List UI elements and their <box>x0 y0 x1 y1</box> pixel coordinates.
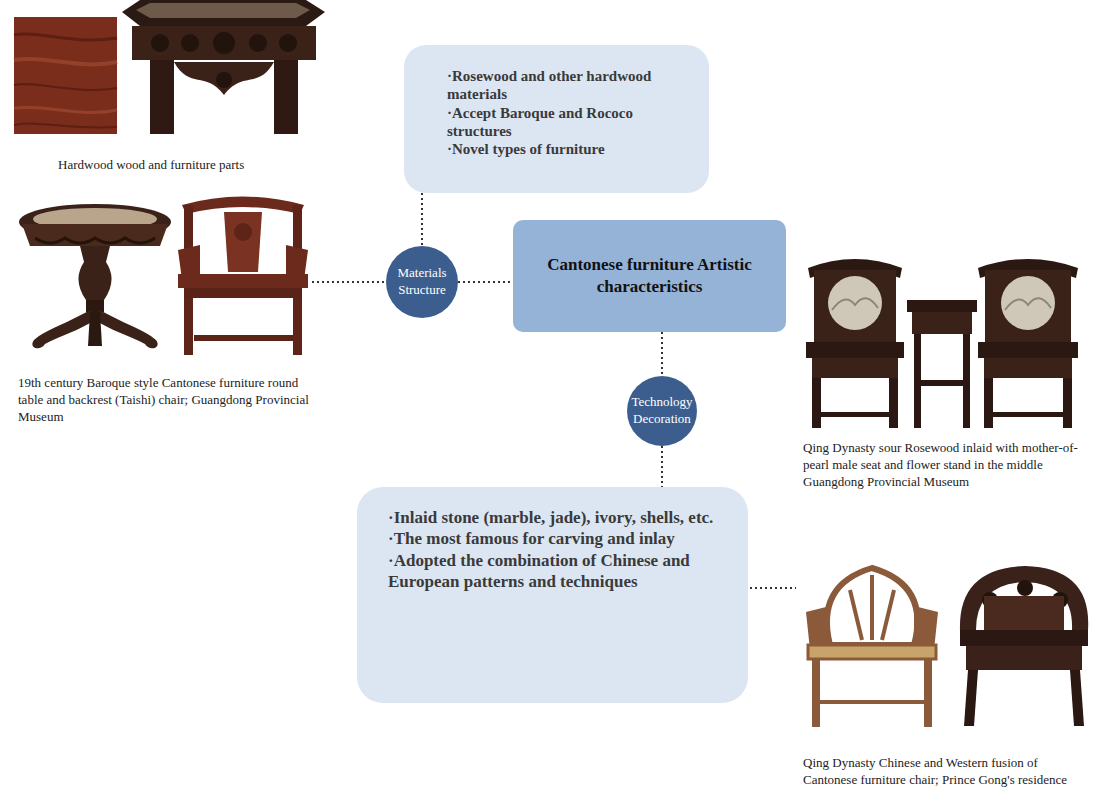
octagonal-table-part <box>274 60 298 134</box>
category-circle: Technology Decoration <box>627 376 697 446</box>
bullet-text: ·The most famous for carving and inlay <box>388 528 728 549</box>
bullet-text: ·Accept Baroque and Rococo structures <box>447 104 691 141</box>
wood-sample <box>14 17 117 134</box>
armchair-pair-part <box>812 358 898 378</box>
taishi-chair-part <box>234 223 252 241</box>
wood-sample-part <box>14 17 117 134</box>
armchair-pair-part <box>914 380 970 386</box>
octagonal-table-part <box>151 34 169 52</box>
title-box: Cantonese furniture Artistic characteris… <box>513 220 786 332</box>
octagonal-table-part <box>174 62 274 95</box>
octagonal-table-part <box>132 26 316 60</box>
round-pedestal-table-part <box>32 310 95 348</box>
image-caption: Qing Dynasty Chinese and Western fusion … <box>803 755 1093 789</box>
wood-sample-part <box>14 84 117 90</box>
category-circle: Materials Structure <box>386 246 458 318</box>
armchair-pair-part <box>1001 276 1055 330</box>
round-pedestal-table-part <box>86 300 104 312</box>
feature-box: ·Rosewood and other hardwood materials·A… <box>404 45 709 193</box>
image-caption: Hardwood wood and furniture parts <box>58 157 320 174</box>
image-caption: Qing Dynasty sour Rosewood inlaid with m… <box>803 440 1093 491</box>
leader-line-part <box>312 281 384 283</box>
fusion-chairs-part <box>914 606 938 650</box>
wood-sample-part <box>14 124 117 128</box>
fusion-chairs-part <box>806 606 830 650</box>
fusion-chairs-part <box>964 670 978 726</box>
round-pedestal-table-part <box>88 312 102 346</box>
leader-line-part <box>750 587 796 589</box>
round-pedestal-table-part <box>22 224 168 246</box>
fusion-chairs-part <box>1017 580 1033 596</box>
taishi-chair-part <box>224 212 262 272</box>
bullet-text: ·Novel types of furniture <box>447 140 691 158</box>
fusion-chairs-part <box>816 700 928 704</box>
armchair-pair-part <box>1005 298 1051 310</box>
taishi-chair-part <box>182 197 304 215</box>
armchair-pair-part <box>907 300 977 312</box>
circle-fill <box>386 246 458 318</box>
armchair-pair-part <box>984 378 993 428</box>
round-pedestal-table-part <box>35 238 155 243</box>
taishi-chair <box>178 197 308 356</box>
armchair-pair-part <box>912 312 972 334</box>
title-text: Cantonese furniture Artistic characteris… <box>547 254 752 298</box>
taishi-chair-part <box>194 335 294 341</box>
round-pedestal-table-part <box>95 310 158 348</box>
circle-label: Materials Structure <box>390 265 454 299</box>
dotted-connector <box>458 281 513 283</box>
armchair-pair-part <box>814 270 896 342</box>
armchair-pair-part <box>985 270 1071 342</box>
octagonal-table-part <box>213 32 235 54</box>
bullet-text: ·Rosewood and other hardwood materials <box>447 67 691 104</box>
octagonal-table <box>122 0 325 134</box>
fusion-chairs-part <box>827 568 918 645</box>
bullet-text: ·Inlaid stone (marble, jade), ivory, she… <box>388 507 728 528</box>
armchair-pair-part <box>984 358 1072 378</box>
round-pedestal-table-part <box>78 246 111 300</box>
feature-box: ·Inlaid stone (marble, jade), ivory, she… <box>357 487 748 703</box>
armchair-pair-part <box>889 378 898 428</box>
fusion-chairs-part <box>1070 670 1084 726</box>
fusion-chairs-part <box>812 659 820 727</box>
wood-sample-part <box>14 34 117 40</box>
octagonal-table-part <box>249 34 267 52</box>
circle-label: Technology Decoration <box>631 394 693 428</box>
circle-fill <box>627 376 697 446</box>
octagonal-table-part <box>122 0 325 26</box>
dotted-connector <box>661 446 663 487</box>
octagonal-table-part <box>136 3 310 18</box>
octagonal-table-part <box>181 34 199 52</box>
dotted-connector <box>661 332 663 376</box>
armchair-pair-part <box>978 342 1078 358</box>
fusion-chairs-part <box>808 645 936 659</box>
octagonal-table-part <box>279 34 297 52</box>
taishi-chair-part <box>178 274 308 288</box>
armchair-pair <box>806 259 1078 428</box>
armchair-pair-part <box>832 298 878 310</box>
armchair-pair-part <box>1063 378 1072 428</box>
fusion-chairs <box>806 566 1088 727</box>
wood-sample-part <box>14 59 117 64</box>
fusion-chairs-part <box>966 646 1082 670</box>
armchair-pair-part <box>806 342 904 358</box>
fusion-chairs-part <box>850 575 894 640</box>
taishi-chair-part <box>184 288 302 298</box>
bullet-text: ·Adopted the combination of Chinese and … <box>388 550 728 593</box>
wood-sample-part <box>14 107 117 112</box>
armchair-pair-part <box>818 412 892 417</box>
fusion-chairs-part <box>960 630 1088 646</box>
round-pedestal-table <box>19 204 171 348</box>
image-caption: 19th century Baroque style Cantonese fur… <box>18 375 318 426</box>
fusion-chairs-part <box>924 659 932 727</box>
octagonal-table-part <box>150 60 174 134</box>
dotted-connector <box>421 193 423 246</box>
armchair-pair-part <box>828 276 882 330</box>
armchair-pair-part <box>812 378 821 428</box>
armchair-pair-part <box>990 412 1066 417</box>
octagonal-table-part <box>216 72 232 88</box>
